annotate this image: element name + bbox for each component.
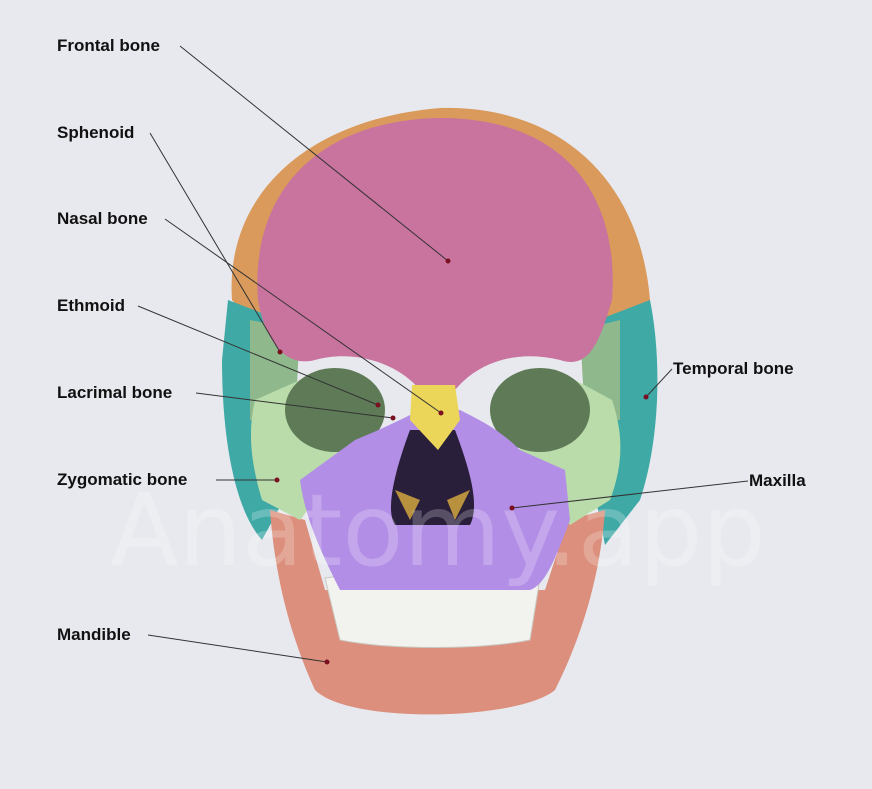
label-zygomatic-bone: Zygomatic bone xyxy=(57,470,188,489)
leader-lines xyxy=(137,45,749,663)
watermark: Anatomy.app xyxy=(110,472,766,589)
label-ethmoid: Ethmoid xyxy=(57,296,125,315)
label-sphenoid: Sphenoid xyxy=(57,123,135,142)
label-nasal-bone: Nasal bone xyxy=(57,209,148,228)
label-maxilla: Maxilla xyxy=(749,471,806,490)
nasal-bone xyxy=(410,385,460,450)
right-orbit xyxy=(490,368,590,452)
label-markers xyxy=(274,258,649,665)
left-orbit xyxy=(285,368,385,452)
label-temporal-bone: Temporal bone xyxy=(673,359,794,378)
frontal-bone xyxy=(257,118,613,390)
label-mandible: Mandible xyxy=(57,625,131,644)
label-lacrimal-bone: Lacrimal bone xyxy=(57,383,173,402)
label-frontal-bone: Frontal bone xyxy=(57,36,160,55)
